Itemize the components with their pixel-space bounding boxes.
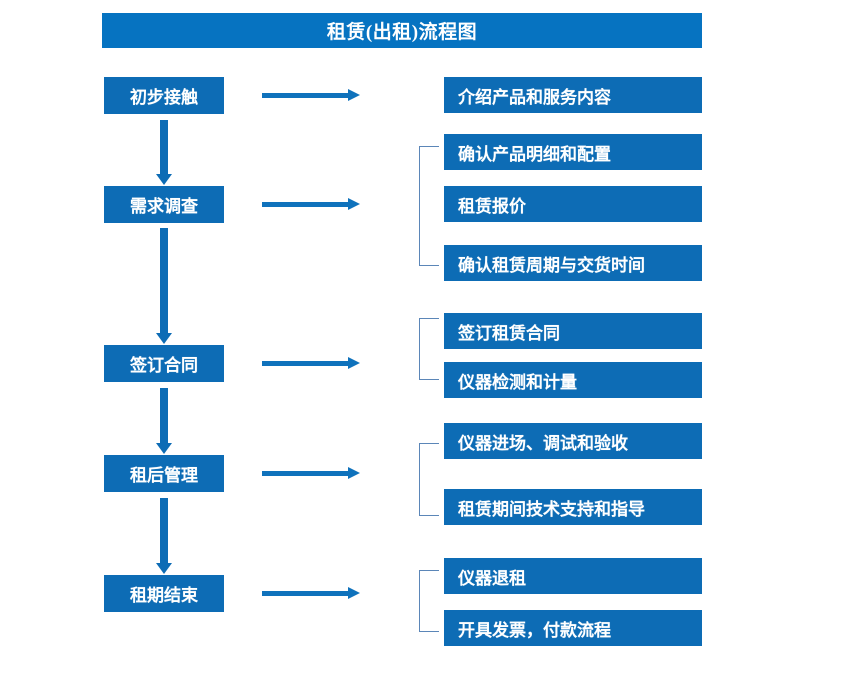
stage-box-1[interactable]: 初步接触 xyxy=(104,77,224,114)
arrow-shaft xyxy=(160,498,168,563)
arrow-shaft xyxy=(160,228,168,333)
detail-box-10[interactable]: 开具发票，付款流程 xyxy=(444,610,702,646)
group-bracket-2 xyxy=(419,318,439,380)
arrow-head-icon xyxy=(348,357,360,369)
diagram-title: 租赁(出租)流程图 xyxy=(102,13,702,48)
detail-box-6[interactable]: 仪器检测和计量 xyxy=(444,362,702,398)
arrow-head-icon xyxy=(156,443,172,454)
arrow-shaft xyxy=(262,471,350,476)
arrow-head-icon xyxy=(348,198,360,210)
arrow-head-icon xyxy=(156,563,172,574)
arrow-head-icon xyxy=(348,587,360,599)
arrow-head-icon xyxy=(348,89,360,101)
arrow-shaft xyxy=(160,120,168,174)
stage-box-3[interactable]: 签订合同 xyxy=(104,345,224,382)
stage-box-2[interactable]: 需求调查 xyxy=(104,186,224,223)
arrow-head-icon xyxy=(348,467,360,479)
vertical-arrow-2 xyxy=(156,228,172,345)
vertical-arrow-3 xyxy=(156,388,172,455)
vertical-arrow-4 xyxy=(156,498,172,575)
vertical-arrow-1 xyxy=(156,120,172,186)
detail-box-3[interactable]: 租赁报价 xyxy=(444,186,702,222)
arrow-shaft xyxy=(262,591,350,596)
stage-box-4[interactable]: 租后管理 xyxy=(104,455,224,492)
detail-box-7[interactable]: 仪器进场、调试和验收 xyxy=(444,423,702,459)
arrow-shaft xyxy=(262,202,350,207)
detail-box-5[interactable]: 签订租赁合同 xyxy=(444,313,702,349)
arrow-shaft xyxy=(262,93,350,98)
stage-box-5[interactable]: 租期结束 xyxy=(104,575,224,612)
detail-box-8[interactable]: 租赁期间技术支持和指导 xyxy=(444,489,702,525)
arrow-shaft xyxy=(262,361,350,366)
arrow-shaft xyxy=(160,388,168,443)
detail-box-1[interactable]: 介绍产品和服务内容 xyxy=(444,77,702,113)
group-bracket-3 xyxy=(419,443,439,516)
group-bracket-1 xyxy=(419,146,439,266)
detail-box-4[interactable]: 确认租赁周期与交货时间 xyxy=(444,245,702,281)
detail-box-9[interactable]: 仪器退租 xyxy=(444,558,702,594)
detail-box-2[interactable]: 确认产品明细和配置 xyxy=(444,134,702,170)
group-bracket-4 xyxy=(419,570,439,632)
arrow-head-icon xyxy=(156,174,172,185)
arrow-head-icon xyxy=(156,333,172,344)
